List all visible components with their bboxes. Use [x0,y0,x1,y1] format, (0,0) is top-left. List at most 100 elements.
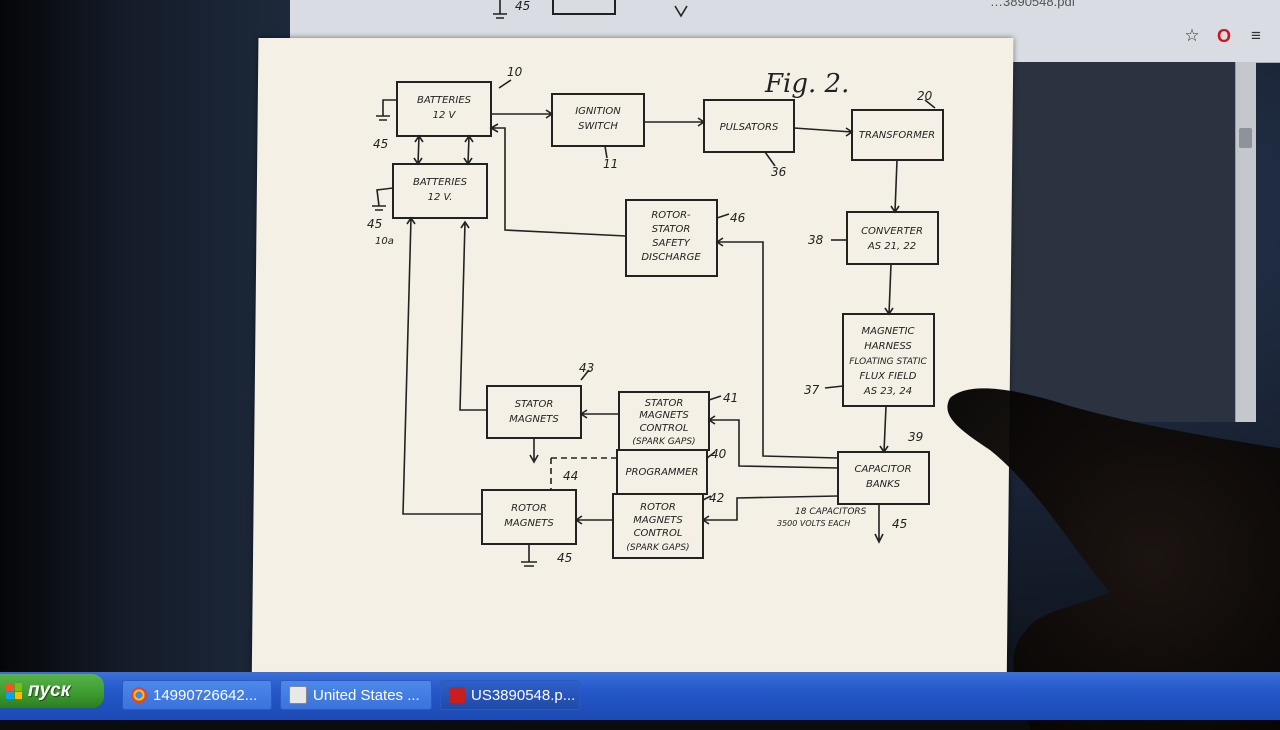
ref-20: 20 [917,89,933,103]
capacitor-banks-block [837,451,930,505]
leader-36 [764,151,776,167]
stator-magnets-line2: MAGNETS [509,414,559,425]
stator-magnets-block [486,385,582,439]
taskbar-item-chrome[interactable]: 14990726642... [122,680,272,710]
rotor-magnets-block [481,489,577,545]
programmer-label: PROGRAMMER [626,467,699,478]
star-icon[interactable]: ☆ [1184,26,1200,45]
harness-line1: MAGNETIC [861,326,914,337]
taskbar-item-label: 14990726642... [153,686,258,704]
ref-41: 41 [723,391,738,405]
battery-top-ground-symbol [376,99,397,121]
ref-45-capacitor: 45 [892,517,907,531]
batteries-bottom-block [392,163,488,219]
capacitor-note-line2: 3500 VOLTS EACH [777,519,850,528]
ref-44: 44 [563,469,578,483]
leader-43 [580,369,590,381]
ref-43: 43 [579,361,594,375]
rotor-control-line4: (SPARK GAPS) [626,543,689,553]
programmer-dashed-link [550,457,617,490]
figure-title: Fig. 2. [764,69,849,99]
transformer-to-converter-arrow [890,159,900,214]
start-button[interactable]: пуск [0,674,104,708]
rotor-ground-symbol [521,544,537,567]
batteries-top-block [396,81,492,137]
desktop-left-region [0,0,300,680]
patent-block-diagram: Fig. 2. BATTERIES 12 V BATTERIES 12 V. I… [367,0,944,567]
stator-control-line1: STATOR [645,398,684,409]
pulsators-label: PULSATORS [720,122,779,133]
rotor-magnets-line2: MAGNETS [504,518,554,529]
ref-40: 40 [711,447,727,461]
leader-46 [716,213,730,219]
opera-icon[interactable]: O [1216,25,1231,46]
stator-to-batteries-line [459,220,487,411]
capacitor-line2: BANKS [866,479,901,490]
harness-line5: AS 23, 24 [863,386,912,397]
toolbar-icons: ☆ O ≡ [1182,26,1266,46]
browser-tab-title[interactable]: …3890548.pdf [990,0,1076,9]
ref-42: 42 [709,491,724,505]
ref-37: 37 [804,383,820,397]
ref-45-rotor: 45 [557,551,572,565]
taskbar-item-document[interactable]: United States ... [280,680,432,710]
ignition-line2: SWITCH [578,121,618,132]
leader-42 [702,495,712,501]
batteries-bottom-line2: 12 V. [428,192,453,203]
battery-bottom-ground-symbol [372,187,394,211]
ignition-to-pulsators-arrow [644,117,706,127]
pointing-hand [947,388,1280,730]
rotor-control-to-rotor-arrow [574,515,613,525]
safety-line2: STATOR [652,224,691,235]
rotor-control-line3: CONTROL [634,528,683,539]
capacitor-to-stator-control-line [707,415,839,469]
leader-41 [708,395,722,401]
converter-to-harness-arrow [884,263,894,316]
vertical-scrollbar[interactable] [1235,62,1256,422]
leader-40 [706,451,716,459]
taskbar: пуск 14990726642... United States ... US… [0,672,1280,720]
leader-11 [604,145,608,159]
rotor-control-line1: ROTOR [640,502,676,513]
rotor-control-block [612,493,704,559]
windows-flag-icon [6,683,22,699]
harness-to-capacitor-arrow [879,405,889,454]
pulsators-block [703,99,795,153]
ref-39: 39 [908,430,923,444]
safety-discharge-block [625,199,718,277]
capacitor-to-rotor-control-line [701,495,839,525]
capacitor-down-arrow [874,504,884,544]
rotor-magnets-line1: ROTOR [511,503,547,514]
ref-10: 10 [507,65,523,79]
converter-block [846,211,939,265]
stator-ground-arrow [529,438,539,464]
ignition-line1: IGNITION [575,106,621,117]
safety-line4: DISCHARGE [641,252,701,263]
start-label: пуск [28,680,71,701]
batteries-top-line1: BATTERIES [417,95,472,106]
batteries-bottom-line1: BATTERIES [413,177,468,188]
pdf-icon [449,687,465,703]
ignition-switch-block [551,93,645,147]
converter-line2: AS 21, 22 [867,241,916,252]
capacitor-to-safety-line [715,237,839,459]
ref-46: 46 [730,211,746,225]
menu-icon[interactable]: ≡ [1251,26,1261,45]
safety-line1: ROTOR- [651,210,691,221]
taskbar-item-pdf[interactable]: US3890548.p... [440,680,580,710]
harness-line2: HARNESS [864,341,912,352]
ref-45-top-battery: 45 [373,137,388,151]
ground-symbol-top [493,0,507,19]
harness-line3: FLOATING STATIC [849,357,927,367]
ref-45-top: 45 [515,0,530,13]
stator-magnets-line1: STATOR [515,399,554,410]
scrollbar-thumb[interactable] [1239,128,1252,148]
battery-link-right [463,134,474,166]
ref-45-bottom-battery: 45 [367,217,382,231]
ref-10a: 10a [375,236,394,247]
capacitor-line1: CAPACITOR [854,464,911,475]
chrome-icon [131,687,147,703]
pdf-viewer-background [1005,62,1240,422]
stator-control-line4: (SPARK GAPS) [632,437,695,447]
ref-38: 38 [808,233,824,247]
